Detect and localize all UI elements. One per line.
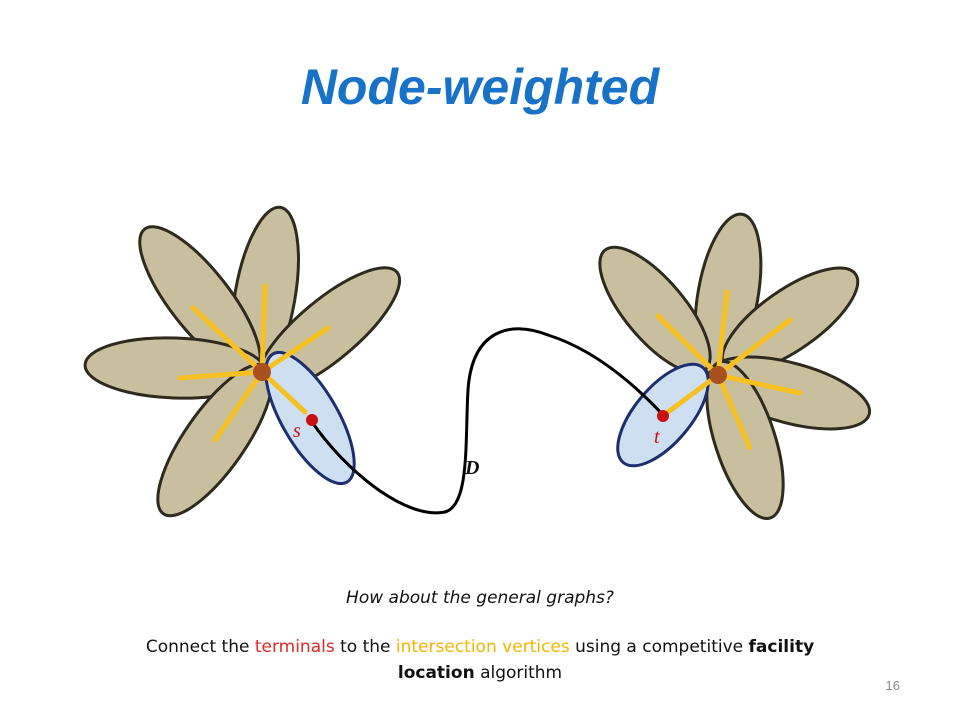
terminal-s <box>306 414 318 426</box>
terminal-t <box>657 410 669 422</box>
description-part-3: using a competitive <box>569 637 749 657</box>
label-s: s <box>293 420 301 442</box>
description-part-1: Connect the <box>145 637 255 657</box>
terminals-highlight: terminals <box>254 637 335 657</box>
left-flower <box>83 205 402 518</box>
spoke <box>665 372 721 415</box>
right-flower <box>598 212 872 521</box>
page-number: 16 <box>885 678 900 693</box>
right-spokes <box>655 289 803 451</box>
spoke <box>259 325 331 375</box>
description-text: Connect the terminals to the intersectio… <box>130 634 830 686</box>
intersection-vertices-highlight: intersection vertices <box>395 637 570 657</box>
spoke <box>715 317 793 378</box>
intersection-vertex-left <box>253 363 271 381</box>
description-part-4: algorithm <box>474 663 563 683</box>
intersection-vertex-right <box>709 366 727 384</box>
spoke <box>212 369 265 443</box>
spoke <box>715 289 730 378</box>
spoke <box>715 372 753 451</box>
spoke <box>655 313 721 378</box>
question-text: How about the general graphs? <box>346 588 614 608</box>
left-spokes <box>177 283 331 443</box>
slide-title: Node-weighted <box>300 59 660 115</box>
spoke <box>715 372 803 396</box>
spoke <box>190 305 265 375</box>
spoke <box>259 369 308 415</box>
description-part-2: to the <box>334 637 396 657</box>
label-d: D <box>464 457 479 479</box>
spoke <box>259 283 268 375</box>
spoke <box>177 369 265 381</box>
path-d <box>310 327 665 515</box>
facility-location-bold: facility location <box>397 637 815 683</box>
label-t: t <box>654 426 660 448</box>
